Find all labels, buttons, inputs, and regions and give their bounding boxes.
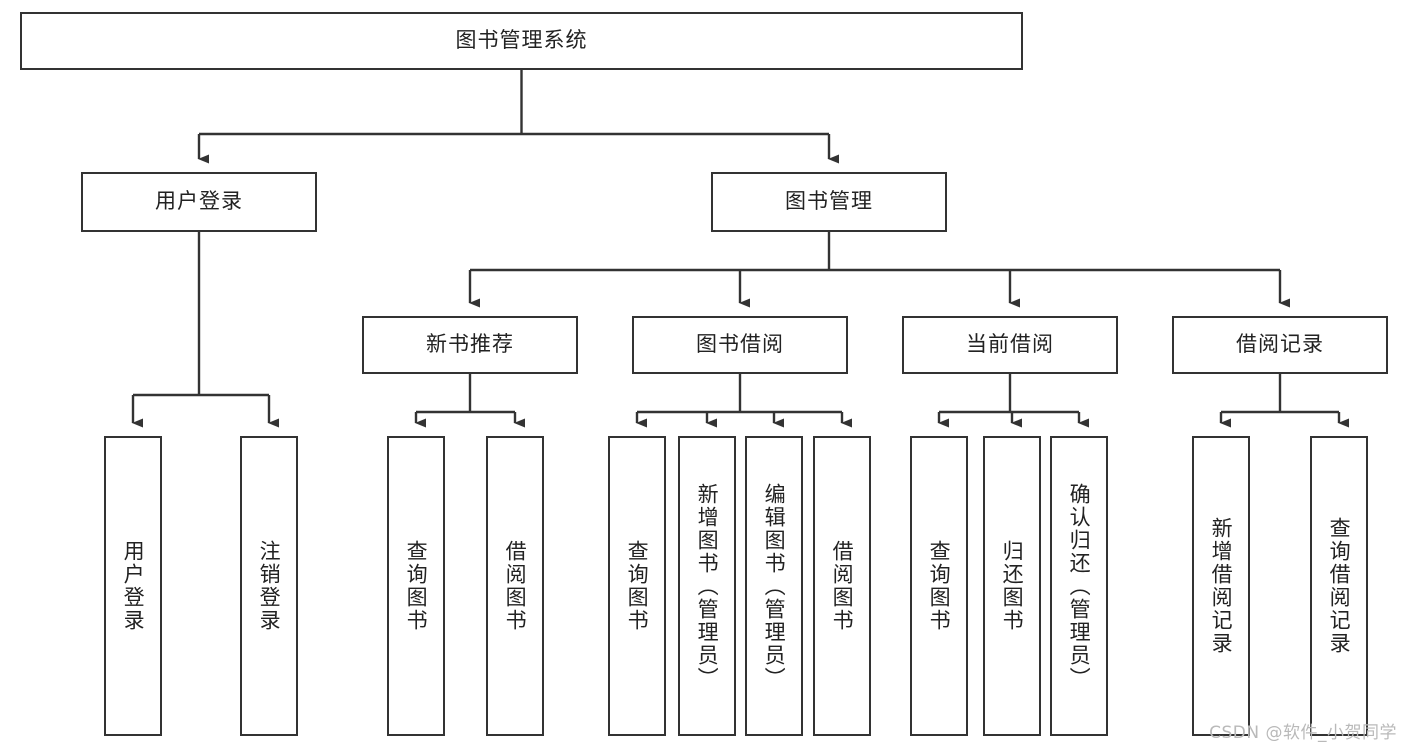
node-leaf-query-book-2[interactable]: 查询图书 bbox=[608, 436, 666, 736]
node-leaf-add-book-admin-label: 新增图书（管理员） bbox=[695, 482, 720, 690]
node-book-manage[interactable]: 图书管理 bbox=[711, 172, 947, 232]
node-leaf-query-book-3[interactable]: 查询图书 bbox=[910, 436, 968, 736]
node-leaf-return-book-label: 归还图书 bbox=[1000, 540, 1025, 632]
node-borrow-record-label: 借阅记录 bbox=[1236, 332, 1324, 357]
node-leaf-user-logout-label: 注销登录 bbox=[257, 540, 282, 632]
node-leaf-confirm-return-admin[interactable]: 确认归还（管理员） bbox=[1050, 436, 1108, 736]
node-leaf-query-book-1-label: 查询图书 bbox=[404, 540, 429, 632]
node-leaf-borrow-book-1-label: 借阅图书 bbox=[503, 540, 528, 632]
node-book-manage-label: 图书管理 bbox=[785, 189, 873, 214]
node-leaf-add-book-admin[interactable]: 新增图书（管理员） bbox=[678, 436, 736, 736]
node-leaf-user-login-label: 用户登录 bbox=[121, 540, 146, 632]
node-current-borrow-label: 当前借阅 bbox=[966, 332, 1054, 357]
node-leaf-confirm-return-admin-label: 确认归还（管理员） bbox=[1067, 482, 1092, 690]
node-user-login-label: 用户登录 bbox=[155, 189, 243, 214]
node-leaf-borrow-book-2-label: 借阅图书 bbox=[830, 540, 855, 632]
node-leaf-borrow-book-1[interactable]: 借阅图书 bbox=[486, 436, 544, 736]
node-borrow-record[interactable]: 借阅记录 bbox=[1172, 316, 1388, 374]
node-leaf-query-book-3-label: 查询图书 bbox=[927, 540, 952, 632]
node-book-borrow[interactable]: 图书借阅 bbox=[632, 316, 848, 374]
node-leaf-query-borrow-record[interactable]: 查询借阅记录 bbox=[1310, 436, 1368, 736]
csdn-watermark: CSDN @软件_小贺同学 bbox=[1209, 723, 1397, 743]
node-book-borrow-label: 图书借阅 bbox=[696, 332, 784, 357]
node-leaf-query-borrow-record-label: 查询借阅记录 bbox=[1327, 517, 1352, 655]
node-leaf-add-borrow-record-label: 新增借阅记录 bbox=[1209, 517, 1234, 655]
node-new-book-rec-label: 新书推荐 bbox=[426, 332, 514, 357]
node-leaf-user-logout[interactable]: 注销登录 bbox=[240, 436, 298, 736]
node-current-borrow[interactable]: 当前借阅 bbox=[902, 316, 1118, 374]
node-root[interactable]: 图书管理系统 bbox=[20, 12, 1023, 70]
node-leaf-add-borrow-record[interactable]: 新增借阅记录 bbox=[1192, 436, 1250, 736]
node-leaf-edit-book-admin[interactable]: 编辑图书（管理员） bbox=[745, 436, 803, 736]
node-new-book-rec[interactable]: 新书推荐 bbox=[362, 316, 578, 374]
node-leaf-borrow-book-2[interactable]: 借阅图书 bbox=[813, 436, 871, 736]
node-leaf-query-book-2-label: 查询图书 bbox=[625, 540, 650, 632]
node-leaf-return-book[interactable]: 归还图书 bbox=[983, 436, 1041, 736]
node-leaf-edit-book-admin-label: 编辑图书（管理员） bbox=[762, 482, 787, 690]
node-root-label: 图书管理系统 bbox=[455, 28, 588, 53]
node-leaf-user-login[interactable]: 用户登录 bbox=[104, 436, 162, 736]
node-user-login[interactable]: 用户登录 bbox=[81, 172, 317, 232]
node-leaf-query-book-1[interactable]: 查询图书 bbox=[387, 436, 445, 736]
